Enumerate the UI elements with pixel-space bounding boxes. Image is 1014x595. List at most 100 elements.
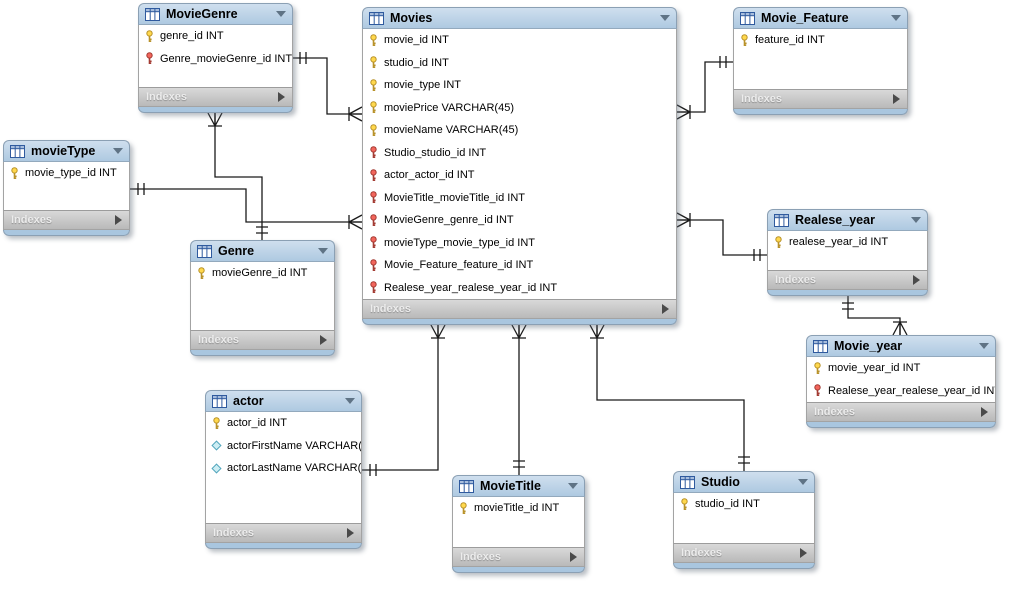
indexes-bar-moviegenre[interactable]: Indexes — [138, 87, 293, 107]
table-header-movietitle[interactable]: MovieTitle — [452, 475, 585, 497]
indexes-bar-movies[interactable]: Indexes — [362, 299, 677, 319]
column-row-movietitle[interactable]: movieTitle_id INT — [453, 497, 584, 520]
column-row-studio[interactable]: studio_id INT — [674, 493, 814, 516]
table-bottom-edge — [673, 563, 815, 569]
collapse-caret-icon[interactable] — [891, 15, 901, 21]
column-row-genre[interactable]: movieGenre_id INT — [191, 262, 334, 285]
column-row-movietype[interactable]: movie_type_id INT — [4, 162, 129, 185]
relationship-genre-moviegenre[interactable] — [207, 112, 268, 240]
column-row-movies[interactable]: moviePrice VARCHAR(45) — [363, 97, 676, 120]
column-row-movie-year[interactable]: movie_year_id INT — [807, 357, 995, 380]
relationship-realeseyear-movieyear[interactable] — [842, 296, 908, 336]
relationship-line[interactable] — [677, 61, 733, 113]
table-movie-year[interactable]: Movie_year movie_year_id INT Realese_yea… — [806, 335, 996, 428]
table-bottom-edge — [3, 230, 130, 236]
indexes-bar-studio[interactable]: Indexes — [673, 543, 815, 563]
collapse-caret-icon[interactable] — [660, 15, 670, 21]
expand-indexes-icon[interactable] — [570, 552, 577, 562]
column-row-movies[interactable]: movie_id INT — [363, 29, 676, 52]
relationship-studio-movies[interactable] — [589, 324, 750, 471]
collapse-caret-icon[interactable] — [345, 398, 355, 404]
table-header-realese-year[interactable]: Realese_year — [767, 209, 928, 231]
indexes-bar-realese-year[interactable]: Indexes — [767, 270, 928, 290]
table-realese-year[interactable]: Realese_year realese_year_id INT Indexes — [767, 209, 928, 296]
expand-indexes-icon[interactable] — [913, 275, 920, 285]
collapse-caret-icon[interactable] — [568, 483, 578, 489]
column-row-movies[interactable]: studio_id INT — [363, 52, 676, 75]
column-row-moviegenre[interactable]: Genre_movieGenre_id INT — [139, 48, 292, 71]
table-movietitle[interactable]: MovieTitle movieTitle_id INT Indexes — [452, 475, 585, 573]
table-moviegenre[interactable]: MovieGenre genre_id INT Genre_movieGenre… — [138, 3, 293, 113]
relationship-line[interactable] — [677, 219, 767, 256]
column-row-movies[interactable]: movieType_movie_type_id INT — [363, 232, 676, 255]
table-header-movietype[interactable]: movieType — [3, 140, 130, 162]
relationship-line[interactable] — [214, 113, 263, 240]
column-row-movies[interactable]: Studio_studio_id INT — [363, 142, 676, 165]
table-header-genre[interactable]: Genre — [190, 240, 335, 262]
table-header-actor[interactable]: actor — [205, 390, 362, 412]
column-row-actor[interactable]: actorLastName VARCHAR(... — [206, 457, 361, 480]
column-row-moviegenre[interactable]: genre_id INT — [139, 25, 292, 48]
relationship-moviefeature-movies[interactable] — [676, 56, 733, 120]
indexes-bar-movie-year[interactable]: Indexes — [806, 402, 996, 422]
collapse-caret-icon[interactable] — [318, 248, 328, 254]
column-label: movieType_movie_type_id INT — [384, 236, 536, 249]
collapse-caret-icon[interactable] — [276, 11, 286, 17]
column-row-movies[interactable]: actor_actor_id INT — [363, 164, 676, 187]
expand-indexes-icon[interactable] — [115, 215, 122, 225]
column-row-realese-year[interactable]: realese_year_id INT — [768, 231, 927, 254]
expand-indexes-icon[interactable] — [893, 94, 900, 104]
table-header-moviegenre[interactable]: MovieGenre — [138, 3, 293, 25]
relationship-actor-movies[interactable] — [362, 324, 446, 476]
column-row-actor[interactable]: actorFirstName VARCHAR(... — [206, 435, 361, 458]
table-header-movie-feature[interactable]: Movie_Feature — [733, 7, 908, 29]
expand-indexes-icon[interactable] — [800, 548, 807, 558]
table-movies[interactable]: Movies movie_id INT studio_id INT movie_… — [362, 7, 677, 325]
column-row-movies[interactable]: MovieTitle_movieTitle_id INT — [363, 187, 676, 210]
table-movie-feature[interactable]: Movie_Feature feature_id INT Indexes — [733, 7, 908, 115]
table-header-studio[interactable]: Studio — [673, 471, 815, 493]
collapse-caret-icon[interactable] — [911, 217, 921, 223]
table-bottom-edge — [190, 350, 335, 356]
table-genre[interactable]: Genre movieGenre_id INT Indexes — [190, 240, 335, 356]
expand-indexes-icon[interactable] — [320, 335, 327, 345]
table-studio[interactable]: Studio studio_id INT Indexes — [673, 471, 815, 569]
relationship-movietype-movies[interactable] — [130, 183, 363, 230]
expand-indexes-icon[interactable] — [662, 304, 669, 314]
table-actor[interactable]: actor actor_id INT actorFirstName VARCHA… — [205, 390, 362, 549]
column-row-movie-feature[interactable]: feature_id INT — [734, 29, 907, 52]
column-row-movies[interactable]: Movie_Feature_feature_id INT — [363, 254, 676, 277]
column-row-movies[interactable]: movieName VARCHAR(45) — [363, 119, 676, 142]
relationship-realeseyear-movies[interactable] — [676, 212, 767, 261]
collapse-caret-icon[interactable] — [113, 148, 123, 154]
expand-indexes-icon[interactable] — [278, 92, 285, 102]
one-cardinality-marker — [842, 302, 854, 310]
relationship-moviegenre-movies[interactable] — [293, 52, 363, 122]
collapse-caret-icon[interactable] — [979, 343, 989, 349]
relationship-line[interactable] — [596, 325, 745, 471]
indexes-bar-actor[interactable]: Indexes — [205, 523, 362, 543]
column-row-movies[interactable]: Realese_year_realese_year_id INT — [363, 277, 676, 300]
relationship-movietitle-movies[interactable] — [511, 324, 527, 475]
column-row-movies[interactable]: MovieGenre_genre_id INT — [363, 209, 676, 232]
column-row-movies[interactable]: movie_type INT — [363, 74, 676, 97]
expand-indexes-icon[interactable] — [981, 407, 988, 417]
indexes-bar-genre[interactable]: Indexes — [190, 330, 335, 350]
table-header-movie-year[interactable]: Movie_year — [806, 335, 996, 357]
indexes-bar-movietitle[interactable]: Indexes — [452, 547, 585, 567]
relationship-line[interactable] — [293, 57, 362, 115]
expand-indexes-icon[interactable] — [347, 528, 354, 538]
collapse-caret-icon[interactable] — [798, 479, 808, 485]
column-row-movie-year[interactable]: Realese_year_realese_year_id INT — [807, 380, 995, 403]
table-movietype[interactable]: movieType movie_type_id INT Indexes — [3, 140, 130, 236]
foreign-key-icon — [370, 146, 377, 159]
relationship-line[interactable] — [362, 325, 439, 471]
relationship-line[interactable] — [847, 296, 901, 335]
indexes-bar-movietype[interactable]: Indexes — [3, 210, 130, 230]
table-header-movies[interactable]: Movies — [362, 7, 677, 29]
column-row-actor[interactable]: actor_id INT — [206, 412, 361, 435]
table-columns-genre: movieGenre_id INT — [190, 262, 335, 330]
relationship-line[interactable] — [130, 188, 362, 223]
indexes-bar-movie-feature[interactable]: Indexes — [733, 89, 908, 109]
